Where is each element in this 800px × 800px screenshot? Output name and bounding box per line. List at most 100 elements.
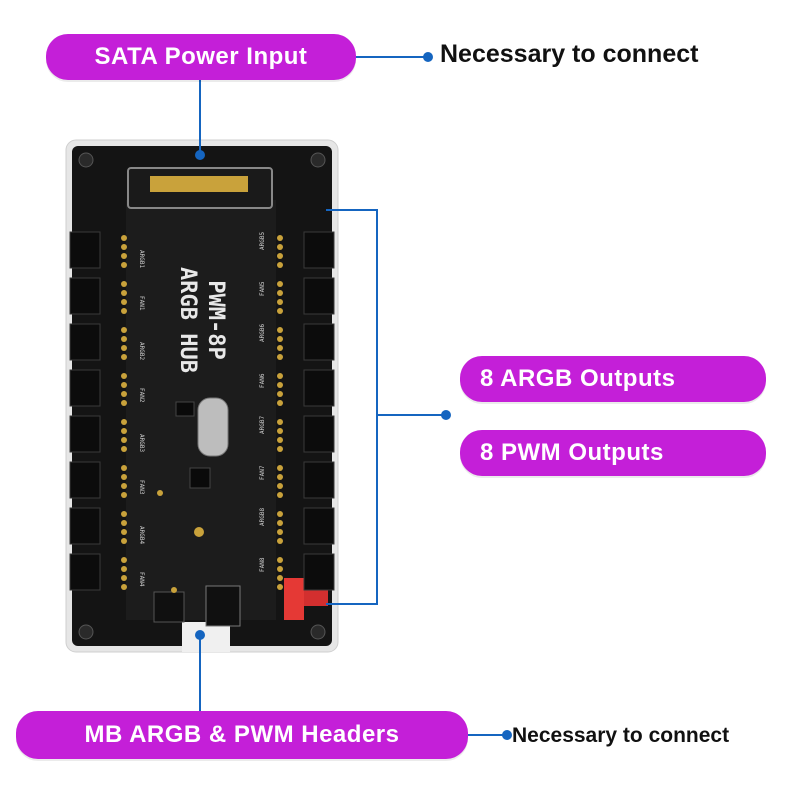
sata-connector-pins — [150, 176, 248, 192]
pin-pad — [277, 290, 283, 296]
mb-pwm-header — [205, 585, 241, 627]
chip — [189, 467, 211, 489]
pin-pad — [121, 492, 127, 498]
right-header-argb6 — [303, 323, 335, 361]
pin-pad — [121, 336, 127, 342]
red-argb-plug-tab — [304, 590, 328, 606]
left-header-fan3 — [69, 461, 101, 499]
pin-pad — [121, 428, 127, 434]
left-header-fan4 — [69, 553, 101, 591]
pin-pad — [277, 483, 283, 489]
pin-pad — [121, 400, 127, 406]
pin-pad — [121, 327, 127, 333]
pin-pad — [277, 336, 283, 342]
pin-pad — [277, 566, 283, 572]
mb-leader-dot — [502, 730, 512, 740]
sata-leader-horizontal — [352, 56, 428, 58]
via-hole — [194, 527, 204, 537]
pin-pad — [277, 538, 283, 544]
right-port-label: FAN8 — [259, 557, 266, 572]
pin-pad — [277, 262, 283, 268]
left-port-label: FAN1 — [138, 296, 145, 311]
pin-pad — [121, 511, 127, 517]
silkscreen-name: ARGB HUB — [175, 267, 200, 373]
pin-pad — [121, 557, 127, 563]
pin-pad — [277, 281, 283, 287]
left-port-label: FAN3 — [138, 480, 145, 495]
pin-pad — [121, 382, 127, 388]
pin-pad — [277, 400, 283, 406]
pin-pad — [277, 235, 283, 241]
left-header-fan2 — [69, 369, 101, 407]
outputs-bracket-bottom — [326, 603, 378, 605]
right-header-argb8 — [303, 507, 335, 545]
pin-pad — [121, 354, 127, 360]
pin-pad — [121, 538, 127, 544]
screw-icon — [310, 624, 326, 640]
pin-pad — [277, 511, 283, 517]
pin-pad — [277, 584, 283, 590]
left-header-argb1 — [69, 231, 101, 269]
sata-leader-dot — [423, 52, 433, 62]
pin-pad — [277, 529, 283, 535]
red-argb-plug — [284, 578, 304, 620]
right-port-label: ARGB5 — [259, 232, 266, 250]
argb-outputs-label: 8 ARGB Outputs — [460, 356, 766, 402]
pin-pad — [121, 566, 127, 572]
screw-icon — [78, 152, 94, 168]
outputs-bracket-vertical — [376, 209, 378, 605]
pin-pad — [277, 557, 283, 563]
pin-pad — [121, 437, 127, 443]
outputs-bracket-top — [326, 209, 378, 211]
sata-necessary-note: Necessary to connect — [440, 40, 699, 68]
pin-pad — [277, 345, 283, 351]
right-header-argb5 — [303, 231, 335, 269]
pin-pad — [121, 419, 127, 425]
pin-pad — [277, 373, 283, 379]
pin-pad — [277, 520, 283, 526]
pin-pad — [277, 391, 283, 397]
sata-leader-end-dot — [195, 150, 205, 160]
pin-pad — [121, 244, 127, 250]
outputs-leader-horizontal — [378, 414, 444, 416]
pin-pad — [277, 492, 283, 498]
sata-power-input-label: SATA Power Input — [46, 34, 356, 80]
sata-leader-vertical — [199, 78, 201, 154]
pin-pad — [277, 253, 283, 259]
left-port-label: ARGB4 — [138, 526, 145, 544]
mb-headers-label: MB ARGB & PWM Headers — [16, 711, 468, 759]
left-port-label: ARGB1 — [138, 250, 145, 268]
right-port-label: FAN6 — [259, 373, 266, 388]
pin-pad — [121, 262, 127, 268]
pin-pad — [121, 253, 127, 259]
pin-pad — [121, 345, 127, 351]
pin-pad — [277, 244, 283, 250]
right-header-argb7 — [303, 415, 335, 453]
pin-pad — [277, 299, 283, 305]
right-port-label: FAN5 — [259, 281, 266, 296]
screw-icon — [310, 152, 326, 168]
right-port-label: FAN7 — [259, 465, 266, 480]
pin-pad — [121, 290, 127, 296]
right-port-label: ARGB8 — [259, 508, 266, 526]
via-hole — [157, 490, 163, 496]
pin-pad — [277, 354, 283, 360]
mb-leader-horizontal — [466, 734, 506, 736]
pin-pad — [121, 584, 127, 590]
right-header-fan8 — [303, 553, 335, 591]
left-header-argb3 — [69, 415, 101, 453]
pin-pad — [121, 391, 127, 397]
pin-pad — [121, 465, 127, 471]
screw-icon — [78, 624, 94, 640]
pin-pad — [121, 575, 127, 581]
pin-pad — [277, 474, 283, 480]
pin-pad — [277, 437, 283, 443]
pin-pad — [277, 419, 283, 425]
via-hole — [171, 587, 177, 593]
pin-pad — [277, 465, 283, 471]
left-port-label: FAN4 — [138, 572, 145, 587]
pin-pad — [277, 382, 283, 388]
silkscreen-model: PWM-8P — [203, 280, 228, 359]
pin-pad — [121, 483, 127, 489]
